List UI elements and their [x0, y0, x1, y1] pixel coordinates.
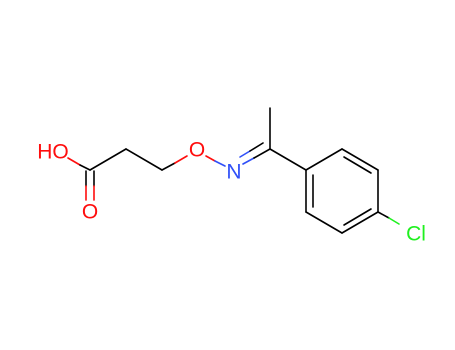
bond-ch2-ch2: [125, 148, 163, 171]
ring-bond-1: [305, 148, 343, 171]
bond-o-n-blue: [214, 160, 226, 167]
chlorine-label: Cl: [406, 223, 426, 246]
bond-ring-cl-green: [388, 217, 400, 225]
hydroxyl-label: HO: [37, 141, 69, 164]
ring-bond-5: [305, 211, 343, 234]
ring-bond-4: [341, 211, 379, 234]
bond-ch2-o-red: [174, 155, 188, 164]
bond-c-ch2: [89, 148, 127, 171]
bond-o-n-red: [205, 155, 216, 162]
bond-n-c-blue: [242, 157, 255, 165]
bond-ch2-o-black: [161, 162, 176, 171]
bond-oh-c-red: [67, 157, 81, 166]
atom-label-layer: HO O O N Cl: [37, 139, 426, 246]
bond-layer: [67, 107, 400, 234]
ring-inner-1: [343, 156, 372, 174]
ether-oxygen-label: O: [189, 139, 205, 162]
bond-n-c-double-black: [249, 142, 264, 152]
ring-bond-2: [341, 148, 379, 171]
bond-c-ring: [269, 148, 307, 171]
bond-ring-cl-black: [377, 211, 390, 219]
carbonyl-oxygen-label: O: [82, 201, 98, 224]
ring-inner-2: [343, 208, 372, 226]
imine-nitrogen-label: N: [226, 161, 241, 184]
bond-n-c-black: [253, 148, 271, 159]
bond-n-c-double-blue: [239, 150, 251, 158]
bond-oh-c-black: [79, 164, 91, 171]
